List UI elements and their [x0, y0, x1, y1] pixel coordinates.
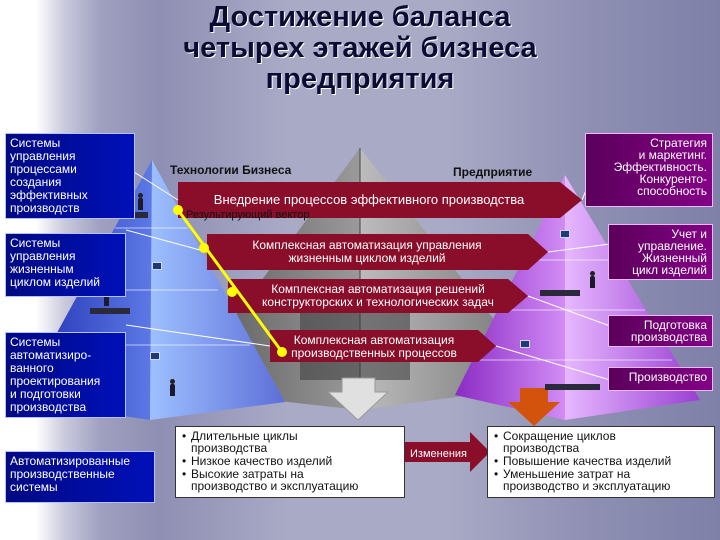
- right-box-preparation: Подготовка производства: [608, 315, 713, 347]
- right-box-strategy: Стратегия и маркетинг. Эффективность. Ко…: [585, 133, 713, 207]
- monitor-icon: [560, 230, 570, 238]
- left-box-lifecycle-systems: Системы управления жизненным циклом изде…: [5, 233, 126, 297]
- banner-efficient-production: Внедрение процессов эффективного произво…: [178, 193, 560, 206]
- result-item: Повышение качества изделий: [503, 455, 709, 467]
- desk-icon: [90, 308, 130, 314]
- monitor-icon: [152, 262, 162, 270]
- person-icon: [590, 276, 595, 288]
- problem-item: Длительные циклы производства: [191, 430, 399, 454]
- right-box-production: Производство: [608, 367, 713, 391]
- left-box-process-systems: Системы управления процессами создания э…: [5, 133, 135, 219]
- problem-item: Низкое качество изделий: [191, 455, 399, 467]
- banner-production-automation: Комплексная автоматизация производственн…: [270, 334, 478, 360]
- left-box-production-systems: Автоматизированные производственные сист…: [5, 451, 155, 503]
- problems-box: Длительные циклы производства Низкое кач…: [175, 426, 405, 498]
- banner-design-automation: Комплексная автоматизация решений констр…: [228, 283, 528, 309]
- desk-icon: [545, 384, 600, 390]
- results-box: Сокращение циклов производства Повышение…: [487, 426, 715, 498]
- person-icon: [170, 384, 175, 396]
- left-box-cad-systems: Системы автоматизиро- ванного проектиров…: [5, 332, 126, 418]
- tag-enterprise: Предприятие: [453, 165, 532, 179]
- banner-lifecycle-automation: Комплексная автоматизация управления жиз…: [207, 239, 527, 265]
- vector-label: Результирующий вектор: [186, 209, 309, 221]
- right-box-accounting: Учет и управление. Жизненный цикл издели…: [608, 224, 713, 280]
- change-label: Изменения: [410, 448, 467, 460]
- monitor-icon: [520, 340, 530, 348]
- person-icon: [138, 198, 143, 210]
- monitor-icon: [150, 352, 160, 360]
- result-item: Сокращение циклов производства: [503, 430, 709, 454]
- result-item: Уменьшение затрат на производство и эксп…: [503, 468, 709, 492]
- vector-node-1: [173, 205, 183, 215]
- desk-icon: [540, 290, 580, 296]
- tag-business-technologies: Технологии Бизнеса: [170, 163, 291, 177]
- problem-item: Высокие затраты на производство и эксплу…: [191, 468, 399, 492]
